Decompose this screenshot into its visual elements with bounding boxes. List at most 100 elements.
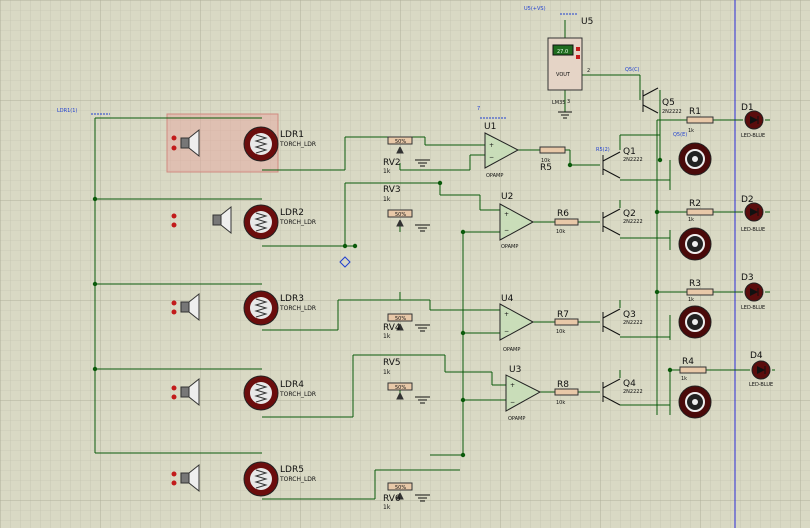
led-d3[interactable]: D3 LED-BLUE xyxy=(741,273,765,311)
motor-3[interactable] xyxy=(678,305,712,339)
resistor-r3[interactable]: R3 1k xyxy=(686,279,714,303)
svg-text:10k: 10k xyxy=(556,329,565,335)
pot-rv5[interactable]: RV5 1k 50% xyxy=(383,358,430,404)
svg-text:LED-BLUE: LED-BLUE xyxy=(741,133,765,139)
ldr-row-5[interactable]: LDR5 TORCH_LDR xyxy=(171,461,317,497)
svg-text:Q3: Q3 xyxy=(623,310,636,320)
svg-text:3: 3 xyxy=(567,99,570,105)
pot-rv3[interactable]: RV3 1k 50% xyxy=(383,185,430,232)
svg-text:OPAMP: OPAMP xyxy=(508,416,525,422)
svg-text:U3: U3 xyxy=(509,365,521,375)
net-label-ldr[interactable]: LDR1(1) xyxy=(57,108,110,115)
svg-text:D2: D2 xyxy=(741,195,754,205)
pot-rv2[interactable]: 50% RV2 1k xyxy=(383,136,430,175)
led-d1[interactable]: D1 LED-BLUE xyxy=(741,103,765,139)
svg-text:U5: U5 xyxy=(581,17,593,27)
ldr-row-1[interactable]: LDR1 TORCH_LDR xyxy=(171,126,317,162)
svg-text:1k: 1k xyxy=(688,217,694,223)
svg-text:1k: 1k xyxy=(383,168,391,175)
resistor-r6[interactable]: R6 10k xyxy=(554,209,579,235)
svg-text:Q5: Q5 xyxy=(662,98,675,108)
ldr-row-2[interactable]: LDR2 TORCH_LDR xyxy=(171,204,317,240)
svg-text:−: − xyxy=(504,328,509,335)
svg-text:RV3: RV3 xyxy=(383,185,401,195)
resistor-r1[interactable]: R1 1k xyxy=(686,107,714,134)
resistor-r2[interactable]: R2 1k xyxy=(686,199,714,223)
resistor-r8[interactable]: R8 10k xyxy=(554,380,579,406)
svg-text:27.0: 27.0 xyxy=(557,49,568,55)
svg-text:R3: R3 xyxy=(689,279,701,289)
opamp-u2[interactable]: U2 +− OPAMP xyxy=(499,192,535,250)
resistor-r4[interactable]: R4 1k xyxy=(679,357,707,382)
motor-1[interactable] xyxy=(678,142,712,176)
svg-text:10k: 10k xyxy=(541,158,550,164)
svg-text:OPAMP: OPAMP xyxy=(503,347,520,353)
svg-text:10k: 10k xyxy=(556,400,565,406)
svg-text:1k: 1k xyxy=(383,369,391,376)
transistor-q2[interactable]: Q2 2N2222 xyxy=(602,208,643,236)
svg-text:2N2222: 2N2222 xyxy=(623,219,643,225)
ldr-icon xyxy=(243,204,279,240)
svg-text:TORCH_LDR: TORCH_LDR xyxy=(279,476,316,483)
transistor-q1[interactable]: Q1 2N2222 xyxy=(602,147,643,179)
svg-text:RV4: RV4 xyxy=(383,323,401,333)
svg-text:LM35: LM35 xyxy=(552,100,565,106)
svg-text:1k: 1k xyxy=(383,504,391,511)
svg-text:+: + xyxy=(504,311,509,318)
net-label-q5c[interactable]: Q5(C) xyxy=(625,67,640,73)
resistor-r5[interactable]: 10k R5 xyxy=(539,146,566,173)
led-d4[interactable]: D4 LED-BLUE xyxy=(749,351,773,388)
svg-text:50%: 50% xyxy=(395,385,406,391)
svg-text:RV2: RV2 xyxy=(383,158,401,168)
svg-text:R6: R6 xyxy=(557,209,569,219)
svg-text:7: 7 xyxy=(477,106,480,112)
opamp-u3[interactable]: U3 +− OPAMP xyxy=(505,365,542,422)
svg-text:D1: D1 xyxy=(741,103,754,113)
svg-text:TORCH_LDR: TORCH_LDR xyxy=(279,305,316,312)
led-d2[interactable]: D2 LED-BLUE xyxy=(741,195,765,233)
opamp-u4[interactable]: U4 + − OPAMP xyxy=(499,294,535,353)
transistor-q4[interactable]: Q4 2N2222 xyxy=(602,378,643,406)
net-label-q5e[interactable]: Q5(E) xyxy=(673,132,687,138)
net-label-supply[interactable]: U5(+VS) xyxy=(524,6,578,15)
ldr-icon xyxy=(243,461,279,497)
resistor-r7[interactable]: R7 10k xyxy=(554,310,579,335)
svg-text:RV6: RV6 xyxy=(383,494,401,504)
svg-text:LED-BLUE: LED-BLUE xyxy=(741,227,765,233)
pin-label-u1[interactable]: 7 xyxy=(477,106,480,112)
ldr-row-3[interactable]: LDR3 TORCH_LDR xyxy=(171,290,317,326)
svg-text:1k: 1k xyxy=(681,376,687,382)
svg-text:TORCH_LDR: TORCH_LDR xyxy=(279,141,316,148)
svg-text:U4: U4 xyxy=(501,294,514,304)
svg-text:2N2222: 2N2222 xyxy=(623,389,643,395)
svg-text:RV5: RV5 xyxy=(383,358,401,368)
ldr-row-4[interactable]: LDR4 TORCH_LDR xyxy=(171,375,317,411)
ldr-icon xyxy=(243,290,279,326)
net-label-r5[interactable]: R5(2) xyxy=(596,147,610,153)
ldr-icon xyxy=(243,375,279,411)
svg-text:LDR1(1): LDR1(1) xyxy=(57,108,77,114)
motor-icon xyxy=(678,142,712,176)
transistor-q5[interactable]: Q5 2N2222 xyxy=(642,87,682,115)
svg-text:−: − xyxy=(489,154,494,161)
sensor-button-icon[interactable] xyxy=(576,47,580,59)
svg-text:R5(2): R5(2) xyxy=(596,147,610,153)
svg-text:+: + xyxy=(504,211,509,218)
sensor-u5[interactable]: U5 27.0 VOUT 2 3 LM35 xyxy=(547,17,593,119)
transistor-q3[interactable]: Q3 2N2222 xyxy=(602,308,643,336)
svg-text:50%: 50% xyxy=(395,139,406,145)
svg-text:2N2222: 2N2222 xyxy=(623,157,643,163)
pot-rv6[interactable]: 50% RV6 1k xyxy=(383,482,430,511)
svg-text:2N2222: 2N2222 xyxy=(662,109,682,115)
svg-text:1k: 1k xyxy=(688,297,694,303)
svg-text:D3: D3 xyxy=(741,273,754,283)
indicator-dots-icon xyxy=(171,135,177,151)
motor-2[interactable] xyxy=(678,227,712,261)
motor-4[interactable] xyxy=(678,385,712,419)
svg-text:R8: R8 xyxy=(557,380,569,390)
pot-rv4[interactable]: 50% RV4 1k xyxy=(383,313,430,340)
opamp-u1[interactable]: U1 +− OPAMP xyxy=(480,117,520,179)
indicator-dots-icon xyxy=(171,300,177,315)
motor-icon xyxy=(678,305,712,339)
